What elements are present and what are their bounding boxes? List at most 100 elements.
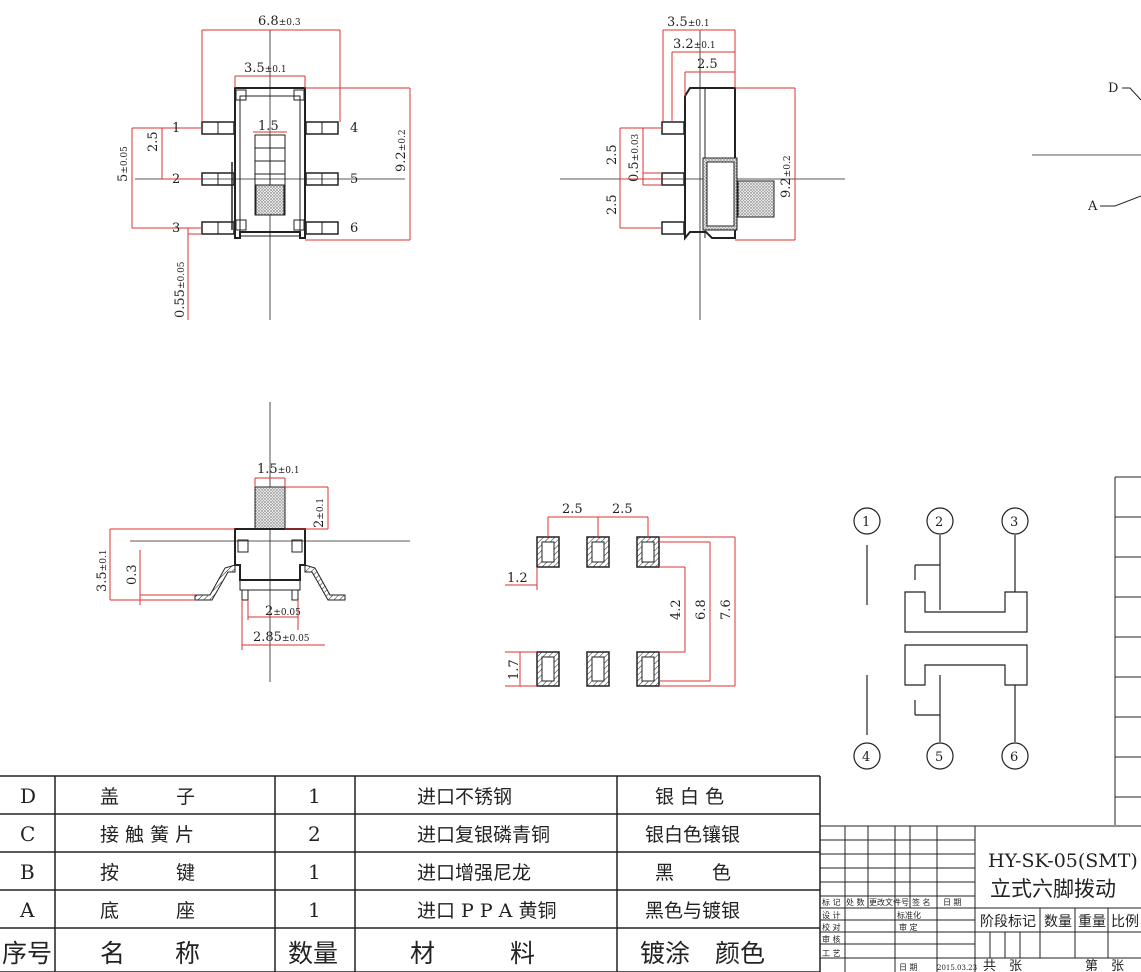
dim-pad-pitch-b: 2.5 [612,502,633,517]
part-name: 立式六脚拨动 [990,877,1116,901]
bom-name: 按 键 [100,862,195,884]
dim-thick: 0.55±0.05 [173,261,188,318]
bom-header-id: 序号 [2,939,52,968]
dim-side-gap: 0.5±0.03 [627,133,642,182]
lbl-date2: 日 期 [899,963,918,972]
dim-side-pitch1: 2.5 [605,144,620,165]
dim-pad-h: 1.7 [507,659,522,680]
dim-pad-mid: 6.8 [694,599,709,620]
bom-name: 盖 子 [100,786,195,808]
dim-span: 5±0.05 [116,146,131,182]
lbl-mark: 标 记 [822,897,841,907]
bom-row-d: D 盖 子 1 进口不锈钢 银 白 色 [20,784,724,808]
bom-header-name: 名 称 [100,939,200,968]
bom-finish: 银白色镶银 [645,824,740,846]
pad-layout: 2.5 2.5 1.2 1.7 4.2 6.8 7.6 [505,502,736,687]
col-stage: 阶段标记 [980,914,1036,930]
dim-side-b: 3.2±0.1 [673,37,716,52]
schem-pin-4: 4 [862,750,870,765]
pin-label-4: 4 [350,121,358,136]
bom-row-b: B 按 键 1 进口增强尼龙 黑 色 [20,860,731,884]
pin-label-3: 3 [172,221,180,236]
lbl-standard: 标准化 [897,910,921,920]
bom-material: 进口不锈钢 [417,786,512,808]
side-view: 3.5±0.1 3.2±0.1 2.5 2.5 0.5±0.03 2.5 9.2… [560,15,845,320]
dim-side-pitch2: 2.5 [605,194,620,215]
schem-pin-3: 3 [1010,515,1018,530]
pin-label-2: 2 [172,172,180,187]
dim-side-a: 3.5±0.1 [667,15,710,30]
schematic-labels: 1 2 3 4 5 6 [862,515,1018,765]
part-number: HY-SK-05(SMT) [988,850,1138,872]
bom-id: A [19,898,35,922]
bom-header: 序号 名 称 数量 材 料 镀涂 颜色 [2,939,765,968]
bom-qty: 1 [308,898,321,922]
schem-pin-2: 2 [935,515,943,530]
date-value: 2015.03.23 [937,964,977,972]
bom-id: B [20,860,35,884]
dim-side-c: 2.5 [697,57,718,72]
callout-d: D [1108,81,1118,96]
bom-header-qty: 数量 [288,939,338,968]
side-frame [1114,476,1141,825]
bom-qty: 1 [308,860,321,884]
bom-material: 进口增强尼龙 [417,862,531,884]
lbl-approve: 审 定 [899,922,918,932]
front-view: 1.5±0.1 2±0.1 3.5±0.1 0.3 2±0.05 2.85±0.… [95,402,410,682]
dim-pad-w: 1.2 [507,571,528,586]
bom-id: D [20,784,36,808]
callouts: D A [1032,81,1141,214]
bom-finish: 黑色与镀银 [645,900,740,922]
dim-front-foot: 2±0.05 [265,604,301,619]
schem-pin-5: 5 [935,750,943,765]
lbl-process: 工 艺 [822,949,841,958]
dim-front-knob-h: 2±0.1 [312,498,327,528]
callout-a: A [1087,199,1098,214]
dim-front-height: 3.5±0.1 [95,549,110,592]
bom-finish: 黑 色 [655,862,731,884]
dim-height: 9.2±0.2 [394,129,409,172]
pin-label-1: 1 [172,121,180,136]
bom-header-finish: 镀涂 颜色 [640,939,765,968]
dim-knob: 1.5 [258,119,279,134]
lbl-sign: 签 名 [912,897,931,907]
bom-id: C [20,822,35,846]
dim-pitch: 2.5 [146,131,161,152]
lbl-date: 日 期 [943,898,962,907]
bom-row-a: A 底 座 1 进口 P P A 黄铜 黑色与镀银 [19,898,740,922]
col-scale: 比例 [1111,914,1139,930]
sheet-total: 共 张 [983,959,1022,972]
bom-material: 进口 P P A 黄铜 [417,900,556,922]
dim-side-height: 9.2±0.2 [779,155,794,198]
col-weight: 重量 [1078,914,1106,930]
bom-table: D 盖 子 1 进口不锈钢 银 白 色 C 接 触 簧 片 2 进口复银磷青铜 … [0,775,821,972]
dim-inner: 3.5±0.1 [244,61,287,76]
schem-pin-1: 1 [862,515,870,530]
dim-front-foot2: 2.85±0.05 [253,630,310,645]
lbl-check: 校 对 [822,922,841,932]
top-view: 6.8±0.3 3.5±0.1 1.5 2.5 5±0.05 0.55±0.05… [116,14,411,320]
dim-pad-inner: 4.2 [669,599,684,620]
lbl-review: 审 核 [822,934,841,944]
bom-qty: 2 [308,822,321,846]
bom-material: 进口复银磷青铜 [417,824,550,846]
dim-width: 6.8±0.3 [258,14,301,29]
bom-finish: 银 白 色 [655,786,724,808]
lbl-design: 设 计 [822,910,841,920]
lbl-place: 处 数 [846,897,865,907]
pin-label-6: 6 [350,221,358,236]
lbl-doc: 更改文件号 [869,897,909,907]
bom-name: 底 座 [100,900,195,922]
bom-row-c: C 接 触 簧 片 2 进口复银磷青铜 银白色镶银 [20,822,740,846]
bom-qty: 1 [308,784,321,808]
col-qty: 数量 [1044,914,1072,930]
dim-pad-outer: 7.6 [719,599,734,620]
dim-front-lead: 0.3 [125,564,140,585]
title-block: HY-SK-05(SMT) 立式六脚拨动 阶段标记 数量 重量 比例 共 张 第… [820,825,1141,972]
dim-pad-pitch-a: 2.5 [562,502,583,517]
pin-label-5: 5 [350,172,358,187]
bom-name: 接 触 簧 片 [100,824,194,846]
schematic [853,507,1029,770]
